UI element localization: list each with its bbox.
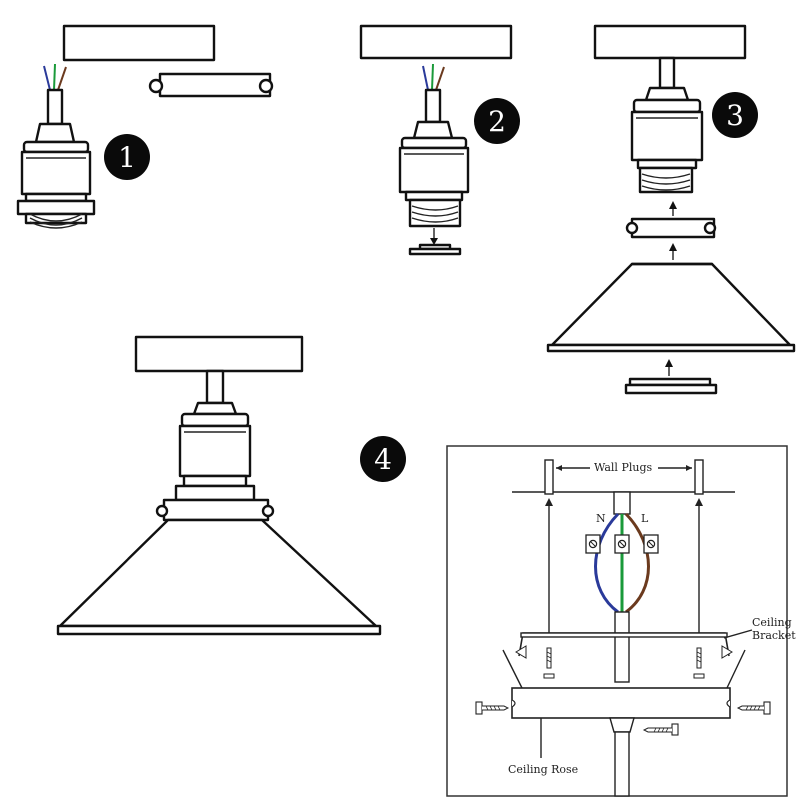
- ceiling-bracket-label-1: Ceiling: [752, 616, 792, 629]
- wall-plug-left: [544, 459, 554, 495]
- bracket-screw-left: [543, 647, 555, 679]
- ceiling-rose-label: Ceiling Rose: [508, 763, 578, 776]
- guide-lines: [502, 649, 746, 691]
- step-number: 3: [726, 99, 744, 132]
- lamp-holder: [16, 88, 96, 229]
- wall-plugs-label: Wall Plugs: [594, 461, 652, 474]
- ceiling-rose: [593, 24, 747, 60]
- step-badge: 2: [474, 98, 520, 144]
- collar-screw: [642, 723, 679, 736]
- step-number: 2: [488, 105, 506, 138]
- live-label: L: [641, 512, 649, 525]
- step-badge: 1: [104, 134, 150, 180]
- step-3-panel: 3: [546, 24, 796, 395]
- lamp-holder: [398, 88, 470, 228]
- arrow-up: [669, 201, 677, 216]
- wiring-wires: [594, 512, 650, 614]
- bracket-leader: [723, 629, 753, 639]
- arrow-up: [669, 243, 677, 260]
- stem-collar: [609, 717, 635, 797]
- supply-cable: [613, 491, 631, 515]
- assembled-lamp-holder: [155, 369, 275, 522]
- lamp-stem: [614, 611, 630, 683]
- step-4-panel: 4: [56, 335, 406, 636]
- step-2-panel: 2: [359, 24, 520, 256]
- lamp-holder: [630, 56, 704, 194]
- ceiling-bracket: [515, 632, 733, 659]
- step-number: 4: [374, 443, 392, 476]
- ceiling-rose: [359, 24, 513, 60]
- ceiling-rose: [134, 335, 304, 373]
- step-number: 1: [118, 141, 136, 174]
- grub-screw-left: [475, 701, 510, 715]
- fixing-ring: [148, 72, 274, 98]
- arrow-down: [430, 228, 438, 245]
- ceiling-rose: [62, 24, 216, 62]
- wiring-diagram-panel: Wall Plugs N L: [446, 445, 796, 797]
- wires: [422, 63, 445, 91]
- assembled-lamp-shade: [56, 518, 382, 636]
- ceiling-rose-body: [511, 687, 731, 719]
- wall-plug-right: [694, 459, 704, 495]
- arrow-up: [665, 359, 673, 376]
- guide-arrows: [545, 498, 703, 633]
- shade-ring: [624, 377, 718, 395]
- terminal-block: [585, 534, 659, 554]
- ceiling-bracket-label-2: Bracket: [752, 629, 796, 642]
- wires: [43, 63, 67, 91]
- step-1-panel: 1: [16, 24, 274, 229]
- step-badge: 4: [360, 436, 406, 482]
- step-badge: 3: [712, 92, 758, 138]
- dimension-arrows: [556, 465, 692, 471]
- lamp-shade: [546, 262, 796, 353]
- bracket-screw-right: [693, 647, 705, 679]
- grub-screw-right: [736, 701, 771, 715]
- fixing-ring: [625, 217, 717, 239]
- shade-ring: [408, 243, 462, 256]
- neutral-label: N: [596, 512, 606, 525]
